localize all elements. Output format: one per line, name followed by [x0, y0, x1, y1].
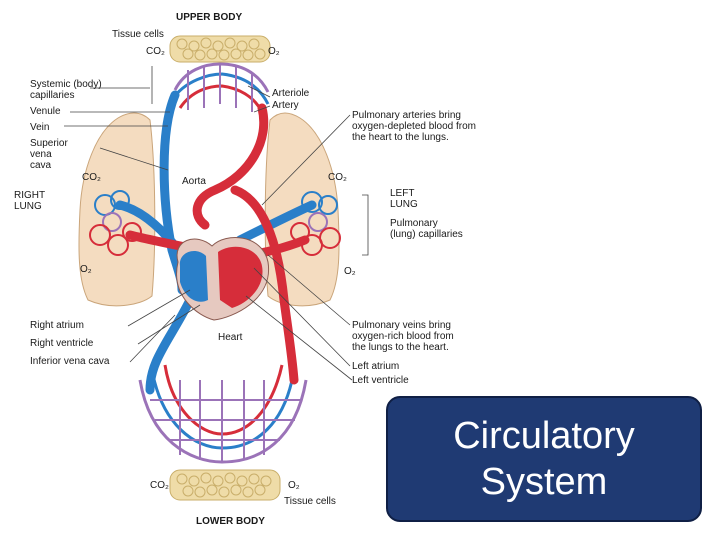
o2-top-label: O₂ — [268, 46, 280, 57]
pulmonary-veins-label-1: Pulmonary veins bring — [352, 320, 451, 331]
left-lung-label-1: LEFT — [390, 188, 414, 199]
inferior-vena-cava-label: Inferior vena cava — [30, 356, 110, 367]
artery-label: Artery — [272, 100, 299, 111]
oxygen-rich-vessels — [125, 103, 310, 385]
co2-top-label: CO₂ — [146, 46, 165, 57]
tissue-cells-bottom-label: Tissue cells — [284, 496, 336, 507]
svc-label-2: vena — [30, 149, 52, 160]
pulmonary-capillaries-label-1: Pulmonary — [390, 218, 438, 229]
pulmonary-capillaries-right-lung — [89, 190, 142, 256]
co2-left-label: CO₂ — [82, 172, 101, 183]
left-lung-label-2: LUNG — [390, 199, 418, 210]
leader-lines — [64, 66, 369, 381]
right-ventricle-label: Right ventricle — [30, 338, 94, 349]
svc-label-1: Superior — [30, 138, 68, 149]
title-line-2: System — [480, 461, 608, 503]
left-ventricle-label: Left ventricle — [352, 375, 409, 386]
o2-left-label: O₂ — [80, 264, 92, 275]
pulmonary-veins-label-2: oxygen-rich blood from — [352, 331, 454, 342]
pulmonary-capillaries-left-lung — [290, 191, 341, 256]
aorta-label: Aorta — [182, 176, 206, 187]
pulmonary-veins-label-3: the lungs to the heart. — [352, 342, 449, 353]
lower-body-label: LOWER BODY — [196, 516, 265, 527]
co2-bottom-label: CO₂ — [150, 480, 169, 491]
pulmonary-arteries-label-1: Pulmonary arteries bring — [352, 110, 461, 121]
title-line-1: Circulatory — [453, 415, 635, 457]
o2-right-label: O₂ — [344, 266, 356, 277]
title-box: Circulatory System — [386, 396, 702, 522]
heart-label: Heart — [218, 332, 243, 343]
o2-bottom-label: O₂ — [288, 480, 300, 491]
pulmonary-arteries-label-3: the heart to the lungs. — [352, 132, 449, 143]
tissue-cells-top-label: Tissue cells — [112, 29, 164, 40]
systemic-capillaries-label-1: Systemic (body) — [30, 79, 102, 90]
arteriole-label: Arteriole — [272, 88, 310, 99]
right-lung-label-2: LUNG — [14, 201, 42, 212]
tissue-cells-bottom — [169, 469, 281, 501]
right-atrium-label: Right atrium — [30, 320, 84, 331]
heart — [176, 237, 269, 321]
svc-label-3: cava — [30, 160, 52, 171]
pulmonary-arteries-label-2: oxygen-depleted blood from — [352, 121, 476, 132]
vein-label: Vein — [30, 122, 49, 133]
tissue-cells-top — [169, 35, 271, 63]
right-lung-label-1: RIGHT — [14, 190, 45, 201]
systemic-capillaries-label-2: capillaries — [30, 90, 74, 101]
co2-right-label: CO₂ — [328, 172, 347, 183]
systemic-capillaries-upper — [170, 62, 270, 113]
left-atrium-label: Left atrium — [352, 361, 399, 372]
pulmonary-capillaries-label-2: (lung) capillaries — [390, 229, 463, 240]
upper-body-label: UPPER BODY — [176, 12, 242, 23]
venule-label: Venule — [30, 106, 61, 117]
systemic-capillaries-lower — [138, 364, 308, 464]
